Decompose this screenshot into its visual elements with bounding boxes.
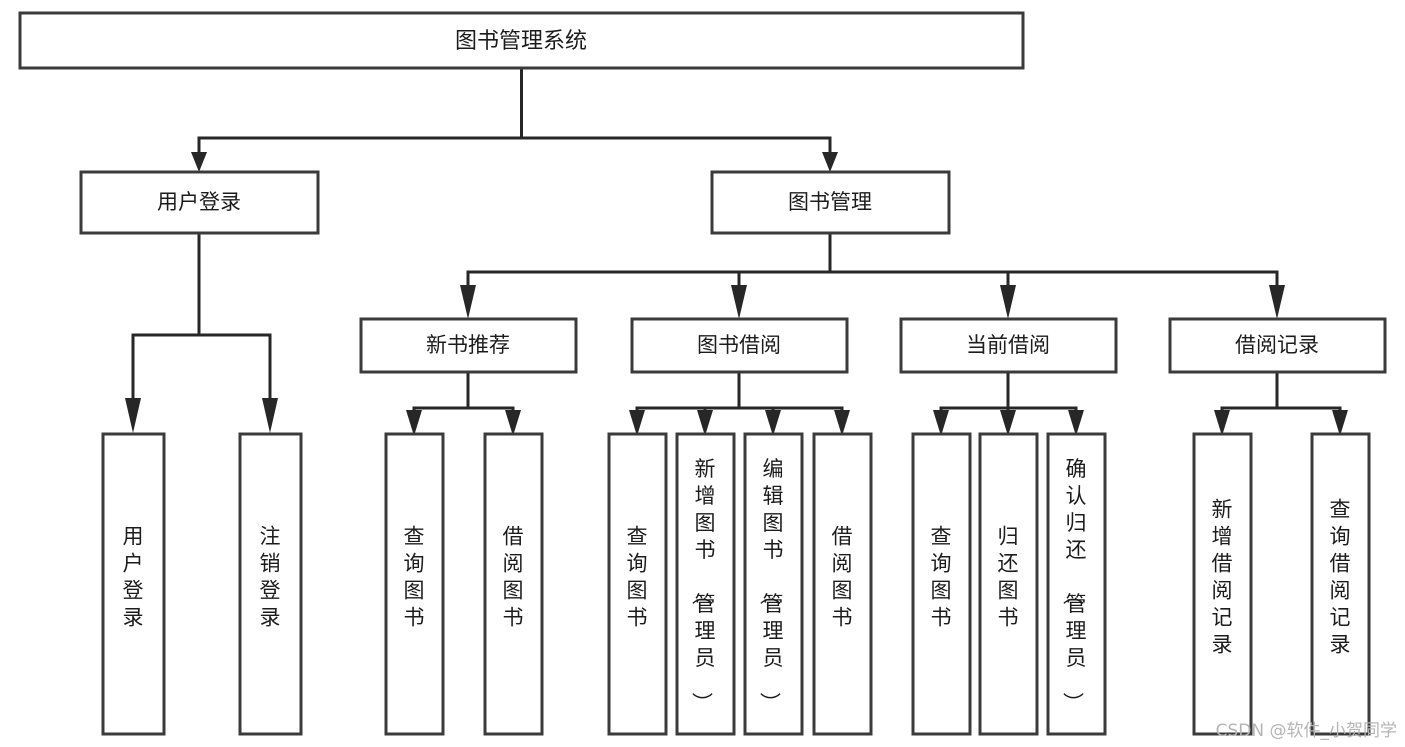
node-leaf-add-book-box[interactable] — [675, 432, 736, 736]
node-user-login-box[interactable] — [79, 170, 320, 235]
arrowhead-leaf-add-book — [697, 410, 713, 436]
node-leaf-query-book-2-label: 查询图书 — [627, 525, 648, 630]
node-leaf-user-logout[interactable]: 注销登录 — [238, 432, 303, 736]
node-leaf-confirm-return-box[interactable] — [1046, 432, 1107, 736]
node-leaf-query-book-1-box[interactable] — [384, 432, 445, 736]
node-leaf-borrow-book-2-label: 借阅图书 — [832, 525, 853, 630]
node-borrow-record-box[interactable] — [1168, 317, 1387, 374]
node-leaf-borrow-book-2-box[interactable] — [812, 432, 873, 736]
node-leaf-user-login-box[interactable] — [101, 432, 166, 736]
node-leaf-user-login-label: 用户登录 — [123, 525, 144, 630]
arrowhead-leaf-user-login — [125, 398, 141, 433]
node-new-book-recommend-label: 新书推荐 — [426, 333, 510, 357]
node-root-box[interactable] — [18, 11, 1025, 70]
arrowhead-book-manage — [822, 152, 838, 172]
watermark-label: CSDN @软件_小贺同学 — [1215, 721, 1397, 741]
node-leaf-query-book-3-box[interactable] — [911, 432, 972, 736]
node-leaf-return-book[interactable]: 归还图书 — [978, 432, 1039, 736]
node-leaf-edit-book-label: 编辑图书（管理员） — [758, 457, 784, 713]
node-leaf-query-book-1[interactable]: 查询图书 — [384, 432, 445, 736]
node-book-manage[interactable]: 图书管理 — [710, 170, 951, 235]
arrowhead-leaf-query-book-2 — [629, 410, 645, 436]
arrowhead-leaf-confirm-return — [1068, 410, 1084, 436]
node-leaf-confirm-return-label: 确认归还（管理员） — [1061, 457, 1087, 713]
arrowhead-book-borrow — [731, 285, 747, 319]
node-leaf-user-logout-box[interactable] — [238, 432, 303, 736]
connector-layer — [125, 66, 1348, 436]
node-leaf-user-login[interactable]: 用户登录 — [101, 432, 166, 736]
node-leaf-query-book-3-label: 查询图书 — [931, 525, 952, 630]
node-leaf-add-book-label: 新增图书（管理员） — [690, 457, 716, 713]
node-leaf-borrow-book-2[interactable]: 借阅图书 — [812, 432, 873, 736]
node-leaf-edit-book[interactable]: 编辑图书（管理员） — [743, 432, 804, 736]
node-user-login-label: 用户登录 — [157, 190, 241, 214]
node-leaf-confirm-return[interactable]: 确认归还（管理员） — [1046, 432, 1107, 736]
arrowhead-leaf-borrow-book-2 — [834, 410, 850, 436]
arrowhead-leaf-edit-book — [765, 410, 781, 436]
node-leaf-edit-book-box[interactable] — [743, 432, 804, 736]
node-leaf-add-record-box[interactable] — [1192, 432, 1253, 736]
node-book-manage-box[interactable] — [710, 170, 951, 235]
node-leaf-user-logout-label: 注销登录 — [260, 525, 281, 630]
node-leaf-return-book-label: 归还图书 — [998, 525, 1019, 630]
node-current-borrow-label: 当前借阅 — [966, 333, 1050, 357]
arrowhead-user-login — [191, 152, 207, 172]
arrowhead-borrow-record — [1269, 285, 1285, 319]
arrowhead-leaf-query-record — [1332, 410, 1348, 436]
arrowhead-leaf-user-logout — [262, 398, 278, 433]
arrowhead-leaf-query-book-3 — [933, 410, 949, 436]
node-book-borrow-label: 图书借阅 — [697, 333, 781, 357]
arrowhead-leaf-add-record — [1214, 410, 1230, 436]
node-leaf-add-record[interactable]: 新增借阅记录 — [1192, 432, 1253, 736]
arrowhead-leaf-return-book — [1000, 410, 1016, 436]
arrowhead-current-borrow — [1000, 285, 1016, 319]
node-leaf-query-book-3[interactable]: 查询图书 — [911, 432, 972, 736]
node-current-borrow[interactable]: 当前借阅 — [899, 317, 1118, 374]
node-leaf-borrow-book-1-label: 借阅图书 — [503, 525, 524, 630]
arrowhead-new-book-recommend — [460, 285, 476, 319]
node-leaf-borrow-book-1-box[interactable] — [483, 432, 544, 736]
node-leaf-query-book-2-box[interactable] — [607, 432, 668, 736]
node-user-login[interactable]: 用户登录 — [79, 170, 320, 235]
node-borrow-record[interactable]: 借阅记录 — [1168, 317, 1387, 374]
node-book-borrow-box[interactable] — [630, 317, 849, 374]
node-root-label: 图书管理系统 — [455, 29, 587, 54]
node-leaf-query-record[interactable]: 查询借阅记录 — [1310, 432, 1371, 736]
node-new-book-recommend-box[interactable] — [359, 317, 578, 374]
node-new-book-recommend[interactable]: 新书推荐 — [359, 317, 578, 374]
arrowhead-leaf-borrow-book-1 — [505, 410, 521, 436]
node-leaf-query-record-label: 查询借阅记录 — [1330, 498, 1351, 657]
arrowhead-leaf-query-book-1 — [406, 410, 422, 436]
node-leaf-add-book[interactable]: 新增图书（管理员） — [675, 432, 736, 736]
node-current-borrow-box[interactable] — [899, 317, 1118, 374]
node-leaf-add-record-label: 新增借阅记录 — [1212, 498, 1233, 657]
node-leaf-borrow-book-1[interactable]: 借阅图书 — [483, 432, 544, 736]
node-root[interactable]: 图书管理系统 — [18, 11, 1025, 70]
node-book-borrow[interactable]: 图书借阅 — [630, 317, 849, 374]
node-borrow-record-label: 借阅记录 — [1235, 333, 1319, 357]
node-leaf-query-book-2[interactable]: 查询图书 — [607, 432, 668, 736]
node-leaf-query-book-1-label: 查询图书 — [404, 525, 425, 630]
node-leaf-query-record-box[interactable] — [1310, 432, 1371, 736]
node-leaf-return-book-box[interactable] — [978, 432, 1039, 736]
node-book-manage-label: 图书管理 — [788, 190, 872, 214]
